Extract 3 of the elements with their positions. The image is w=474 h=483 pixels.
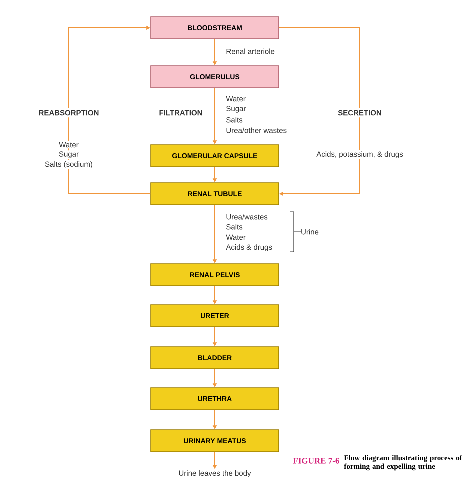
arrow [278,28,360,196]
arrow [68,26,152,194]
figure-number: FIGURE 7-6 [293,458,340,464]
